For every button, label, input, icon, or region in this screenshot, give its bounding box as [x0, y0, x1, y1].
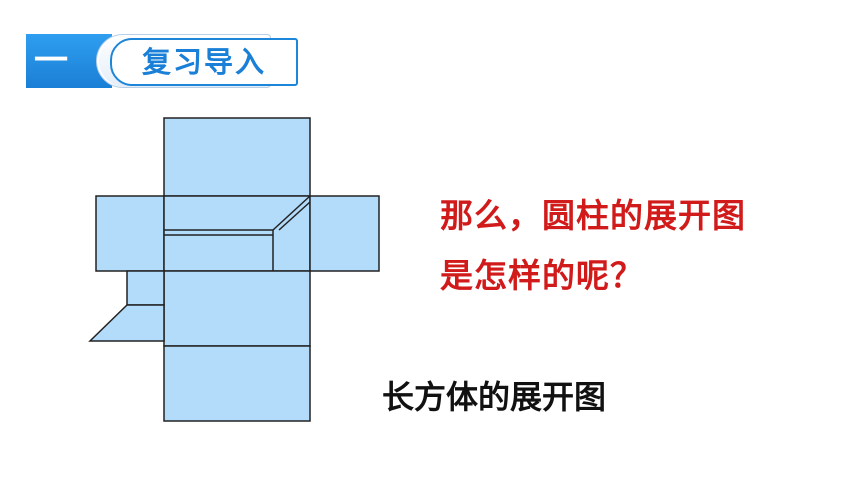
net-face-front [163, 195, 311, 272]
question-text: 那么，圆柱的展开图 是怎样的呢？ [440, 186, 746, 306]
net-face-left [95, 195, 165, 272]
section-badge: 一 复习导入 [26, 34, 298, 88]
net-fold-flap-side [126, 270, 165, 306]
net-fold-flap [88, 304, 165, 342]
net-fold-line [272, 195, 311, 231]
question-line-1: 那么，圆柱的展开图 [440, 196, 746, 235]
question-line-2: 是怎样的呢？ [440, 256, 644, 295]
net-face-top [163, 117, 311, 197]
net-face-back [163, 345, 311, 422]
net-face-right [309, 195, 380, 272]
net-face-bottom [163, 270, 311, 347]
section-title: 复习导入 [110, 38, 298, 86]
net-fold-line [278, 201, 311, 231]
diagram-caption: 长方体的展开图 [382, 378, 607, 416]
